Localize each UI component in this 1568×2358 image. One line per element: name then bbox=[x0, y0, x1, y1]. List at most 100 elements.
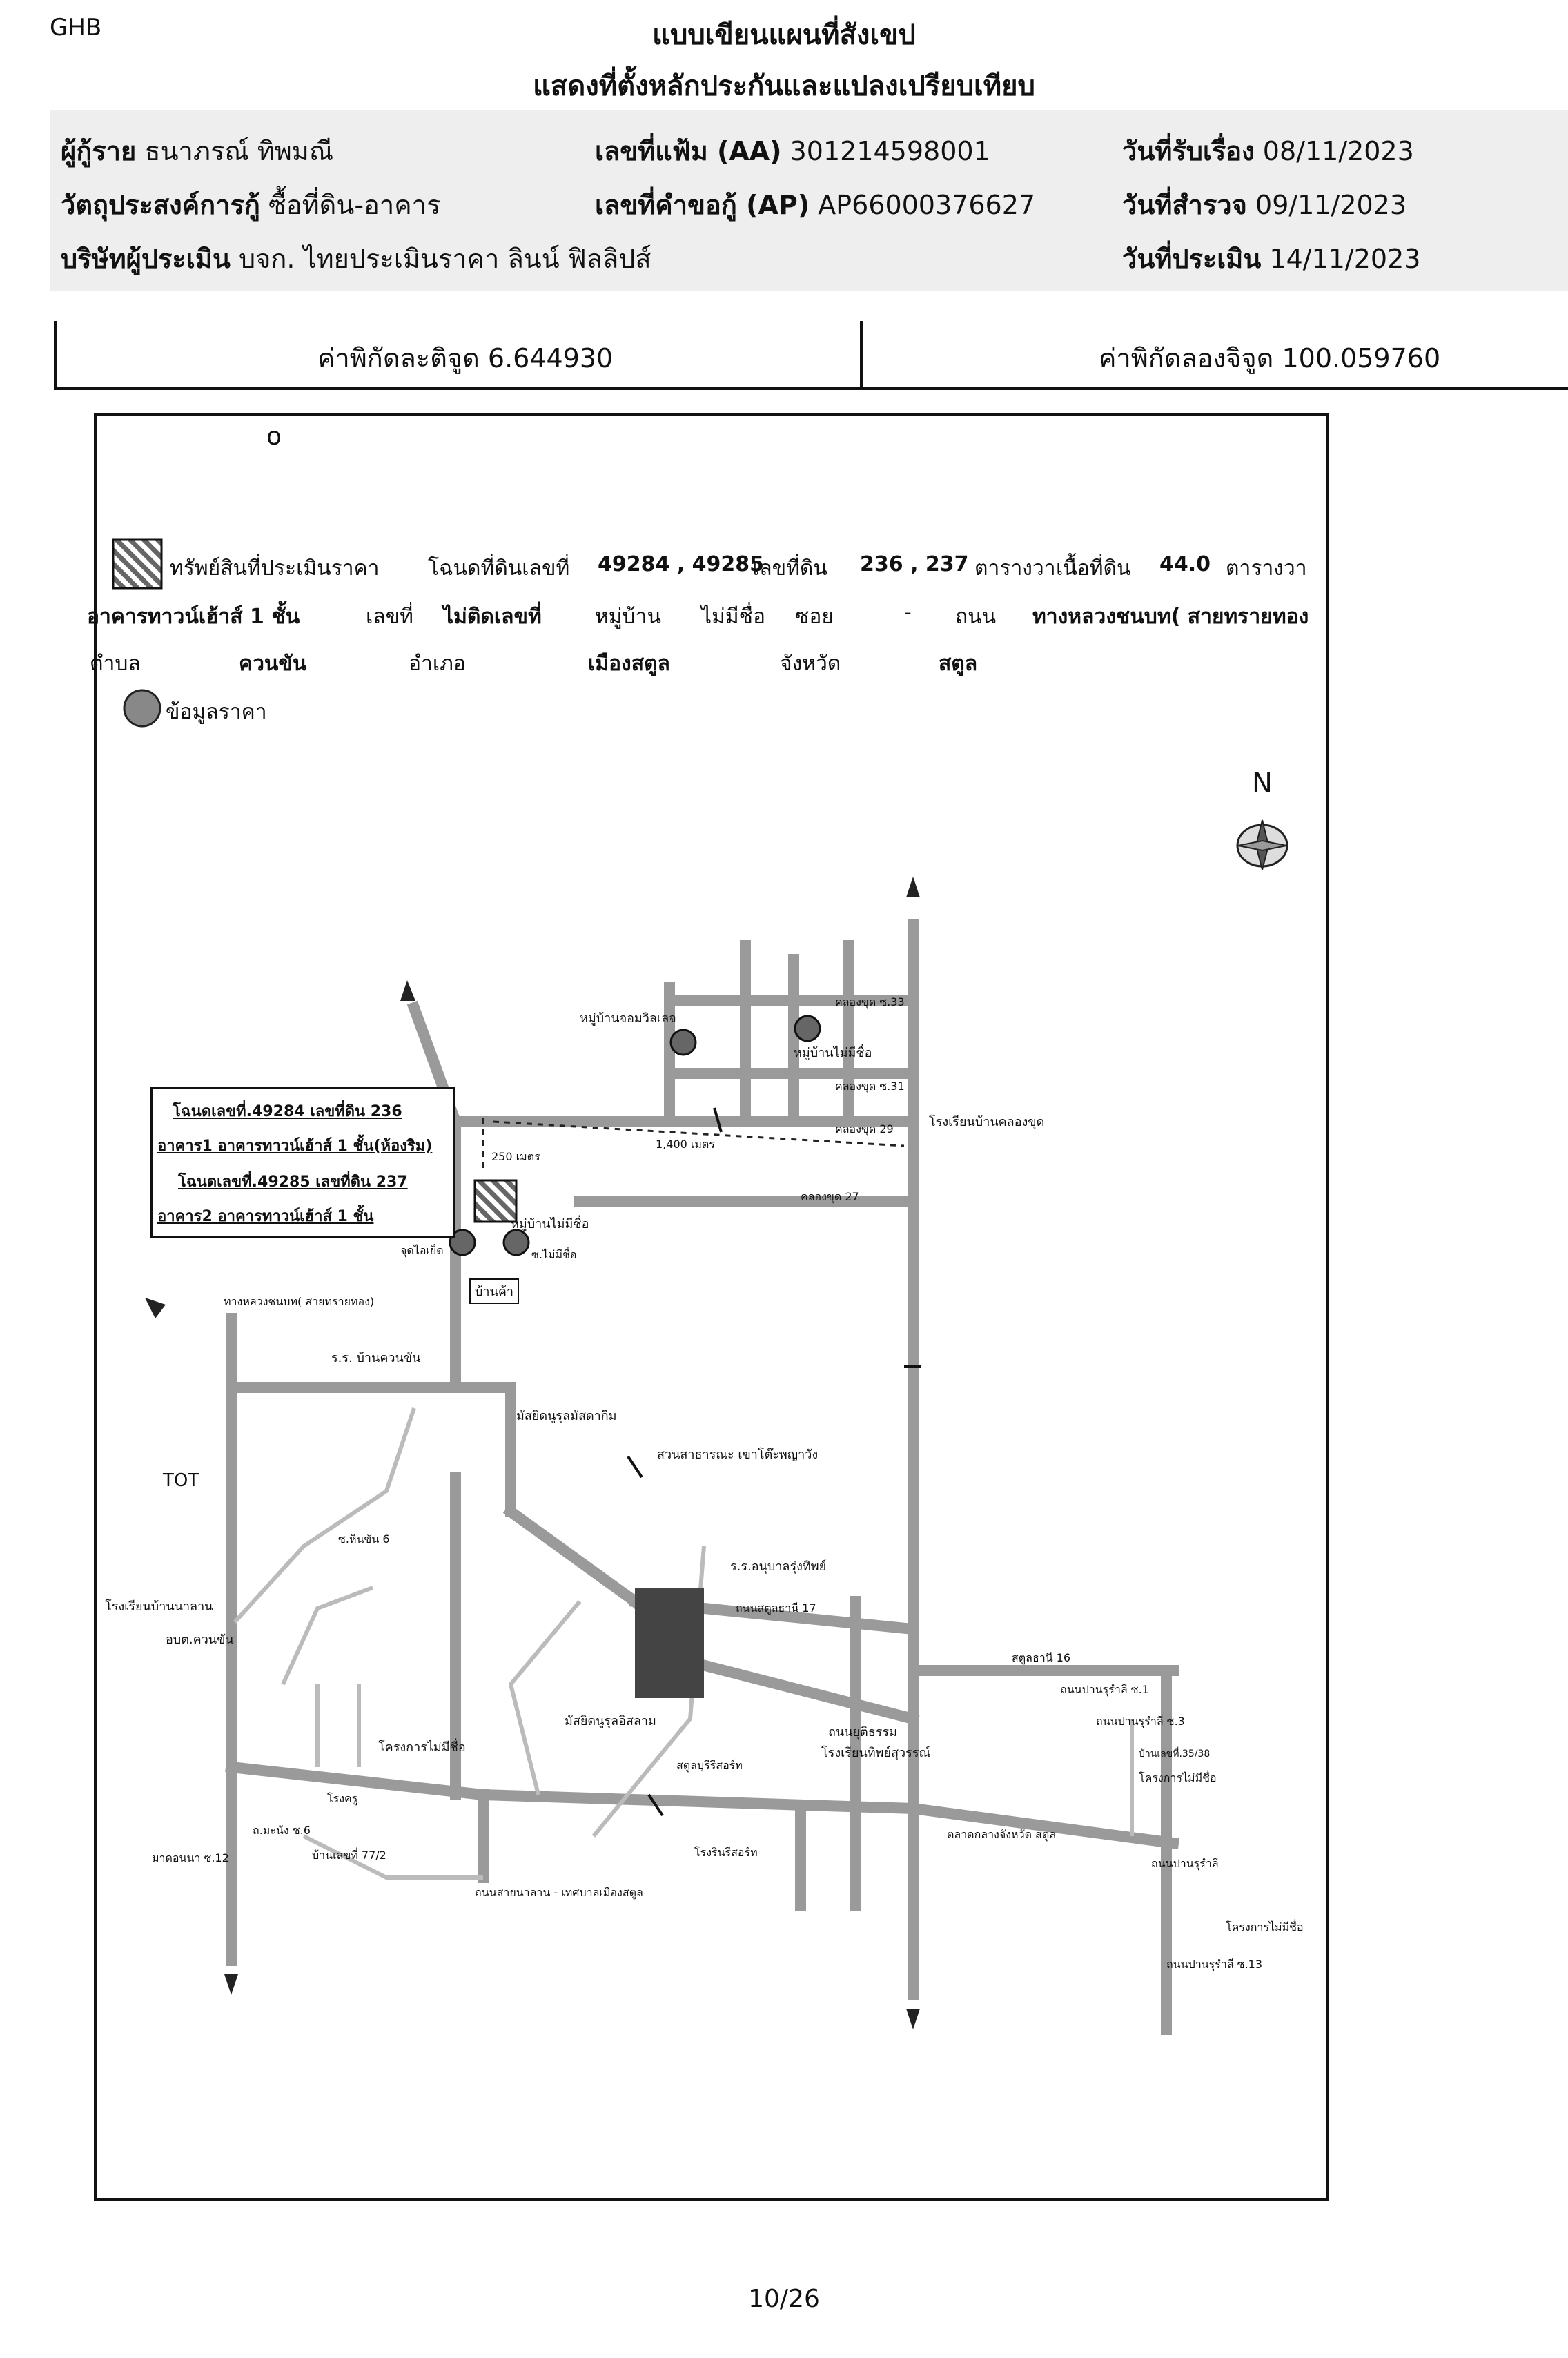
north-label: N bbox=[1252, 768, 1273, 799]
legend-land-no-label: เลขที่ดิน bbox=[752, 556, 827, 581]
label-road-pan: ถนนปานรุรำลี bbox=[1151, 1857, 1219, 1870]
survey-value: 09/11/2023 bbox=[1255, 190, 1407, 220]
legend-soi-label: ซอย bbox=[795, 605, 834, 629]
brand-logo-text: GHB bbox=[50, 14, 102, 41]
price-point-2 bbox=[502, 1229, 530, 1256]
legend-land-numbers: 236 , 237 bbox=[860, 552, 969, 576]
label-school-kuan-khan: ร.ร. บ้านควนขัน bbox=[331, 1351, 421, 1365]
label-soi-33: คลองขุด ซ.33 bbox=[835, 995, 905, 1009]
legend-subdistrict: ควนขัน bbox=[239, 652, 307, 676]
latitude-value: 6.644930 bbox=[487, 343, 614, 373]
purpose-label: วัตถุประสงค์การกู้ bbox=[61, 190, 260, 220]
legend-area: 44.0 bbox=[1159, 552, 1211, 576]
price-data-legend-icon bbox=[123, 689, 161, 728]
label-tot: TOT bbox=[163, 1470, 199, 1491]
price-point-1 bbox=[449, 1229, 476, 1256]
label-subdistrict-office: อบต.ควนขัน bbox=[166, 1633, 234, 1647]
file-no-row: เลขที่แฟ้ม (AA) 301214598001 bbox=[595, 130, 990, 172]
compass-icon bbox=[1236, 819, 1288, 870]
label-bangsai-1: ถนนปานรุรำลี ซ.1 bbox=[1060, 1683, 1149, 1696]
legend-unit-1: ตารางวา bbox=[974, 556, 1056, 581]
plot-line-1: โฉนดเลขที่.49284 เลขที่ดิน 236 bbox=[173, 1103, 402, 1120]
distance-250: 250 เมตร bbox=[491, 1150, 540, 1163]
label-rongkhru: โรงครู bbox=[327, 1792, 358, 1805]
label-village-a: หมู่บ้านจอมวิลเลจ bbox=[580, 1011, 676, 1026]
label-ban-ka: บ้านค้า bbox=[469, 1278, 519, 1304]
price-point-3 bbox=[669, 1029, 697, 1056]
road-map bbox=[145, 877, 1179, 2035]
legend-house-no: ไม่ติดเลขที่ bbox=[443, 605, 542, 629]
legend-deed-numbers: 49284 , 49285 bbox=[598, 552, 765, 576]
page-subtitle: แสดงที่ตั้งหลักประกันและแปลงเปรียบเทียบ bbox=[533, 70, 1035, 102]
price-point-4 bbox=[794, 1015, 821, 1042]
borrower-value: ธนาภรณ์ ทิพมณี bbox=[144, 136, 334, 166]
appraiser-row: บริษัทผู้ประเมิน บจก. ไทยประเมินราคา ลิน… bbox=[61, 237, 651, 280]
label-school-rin: โรงรินรีสอร์ท bbox=[694, 1846, 758, 1859]
plot-line-3: โฉนดเลขที่.49285 เลขที่ดิน 237 bbox=[178, 1173, 408, 1191]
label-park: สวนสาธารณะ เขาโต๊ะพญาวัง bbox=[657, 1448, 819, 1462]
coordinates-divider bbox=[860, 321, 863, 390]
label-soi-nonumber: ซ.ไม่มีชื่อ bbox=[531, 1248, 577, 1261]
page-number: 10/26 bbox=[748, 2285, 820, 2313]
borrower-row: ผู้กู้ราย ธนาภรณ์ ทิพมณี bbox=[61, 130, 333, 172]
label-road-bottom: ถนนสายนาลาน - เทศบาลเมืองสตูล bbox=[475, 1886, 643, 1899]
plot-callout bbox=[150, 1087, 455, 1238]
label-soi-manai: ถ.มะนัง ซ.6 bbox=[253, 1824, 311, 1837]
page-title: แบบเขียนแผนที่สังเขป bbox=[652, 19, 916, 51]
label-soi-31: คลองขุด ซ.31 bbox=[835, 1080, 905, 1093]
label-road-pan-13: ถนนปานรุรำลี ซ.13 bbox=[1166, 1958, 1263, 1971]
legend-price-data: ข้อมูลราคา bbox=[166, 700, 267, 724]
survey-label: วันที่สำรวจ bbox=[1122, 190, 1247, 220]
label-road-satun16: สตูลธานี 16 bbox=[1012, 1651, 1071, 1664]
purpose-value: ซื้อที่ดิน-อาคาร bbox=[268, 190, 441, 220]
label-bangsai-3: ถนนปานรุรำลี ซ.3 bbox=[1096, 1715, 1185, 1728]
legend-area-label: เนื้อที่ดิน bbox=[1056, 556, 1131, 581]
legend-unit-2: ตารางวา bbox=[1226, 556, 1307, 581]
label-village-c: หมู่บ้านไม่มีชื่อ bbox=[511, 1217, 589, 1231]
request-no-label: เลขที่คำขอกู้ (AP) bbox=[595, 190, 810, 220]
label-highway: ทางหลวงชนบท( สายทรายทอง) bbox=[224, 1295, 375, 1308]
label-school-nana: โรงเรียนบ้านนาลาน bbox=[105, 1599, 213, 1614]
label-road-pracha: ถนนยุติธรรม bbox=[828, 1725, 897, 1740]
info-panel bbox=[50, 110, 1568, 291]
received-label: วันที่รับเรื่อง bbox=[1122, 136, 1255, 166]
appraised-label: วันที่ประเมิน bbox=[1122, 244, 1262, 274]
legend-district-label: อำเภอ bbox=[409, 652, 466, 676]
label-soi-hinkhan: ซ.หินขัน 6 bbox=[338, 1532, 390, 1546]
request-no-value: AP66000376627 bbox=[818, 190, 1036, 220]
map-frame bbox=[94, 413, 1329, 2201]
label-house-35: บ้านเลขที่.35/38 bbox=[1139, 1748, 1211, 1760]
label-school-anuban: ร.ร.อนุบาลรุ่งทิพย์ bbox=[730, 1559, 827, 1574]
file-no-value: 301214598001 bbox=[790, 136, 990, 166]
label-jud-o: จุดไอเย็ด bbox=[400, 1244, 444, 1257]
legend-subdistrict-label: ตำบล bbox=[90, 652, 141, 676]
survey-row: วันที่สำรวจ 09/11/2023 bbox=[1122, 184, 1407, 226]
label-project-2: โครงการไม่มีชื่อ bbox=[1139, 1771, 1217, 1784]
file-no-label: เลขที่แฟ้ม (AA) bbox=[595, 136, 782, 166]
longitude-value: 100.059760 bbox=[1282, 343, 1441, 373]
request-no-row: เลขที่คำขอกู้ (AP) AP66000376627 bbox=[595, 184, 1035, 226]
label-market: ตลาดกลางจังหวัด สตูล bbox=[947, 1828, 1057, 1841]
legend-appraised: ทรัพย์สินที่ประเมินราคา bbox=[170, 556, 380, 581]
longitude: ค่าพิกัดลองจิจูด 100.059760 bbox=[1099, 337, 1440, 379]
park-block bbox=[635, 1588, 704, 1698]
label-road-satun: ถนนสตูลธานี 17 bbox=[736, 1601, 816, 1615]
legend-deed-label: โฉนดที่ดินเลขที่ bbox=[428, 556, 570, 581]
legend-road: ทางหลวงชนบท( สายทรายทอง bbox=[1032, 605, 1309, 629]
legend-soi: - bbox=[904, 601, 912, 625]
label-project-1: โครงการไม่มีชื่อ bbox=[378, 1740, 466, 1755]
label-soi-29: คลองขุด 29 bbox=[835, 1122, 894, 1136]
appraiser-label: บริษัทผู้ประเมิน bbox=[61, 244, 231, 274]
appraised-plot bbox=[473, 1179, 518, 1223]
legend-village: ไม่มีชื่อ bbox=[701, 605, 766, 629]
legend-district: เมืองสตูล bbox=[588, 652, 670, 676]
label-satun-resort: สตูลบุรีรีสอร์ท bbox=[676, 1759, 743, 1772]
label-thip-school: โรงเรียนทิพย์สุวรรณ์ bbox=[821, 1746, 931, 1760]
latitude: ค่าพิกัดละติจูด 6.644930 bbox=[317, 337, 613, 379]
legend-marker: o bbox=[266, 422, 282, 451]
plot-line-4: อาคาร2 อาคารทาวน์เฮ้าส์ 1 ชั้น bbox=[157, 1208, 374, 1225]
borrower-label: ผู้กู้ราย bbox=[61, 136, 137, 166]
legend-province-label: จังหวัด bbox=[780, 652, 841, 676]
longitude-label: ค่าพิกัดลองจิจูด bbox=[1099, 343, 1274, 373]
legend-road-label: ถนน bbox=[955, 605, 997, 629]
